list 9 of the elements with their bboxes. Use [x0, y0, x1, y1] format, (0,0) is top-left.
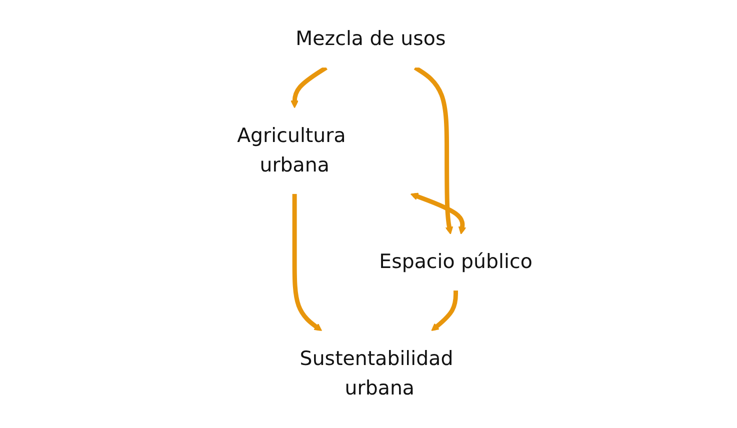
node-text: Espacio público — [378, 251, 532, 274]
arrow — [430, 290, 458, 332]
node-text: Sustentabilidad urbana — [300, 348, 453, 400]
arrow — [290, 66, 328, 108]
arrow — [414, 66, 453, 234]
node-text: Mezcla de usos — [295, 28, 446, 51]
arrow — [410, 192, 466, 234]
node-text: Agricultura urbana — [236, 124, 346, 177]
arrow — [292, 194, 322, 332]
